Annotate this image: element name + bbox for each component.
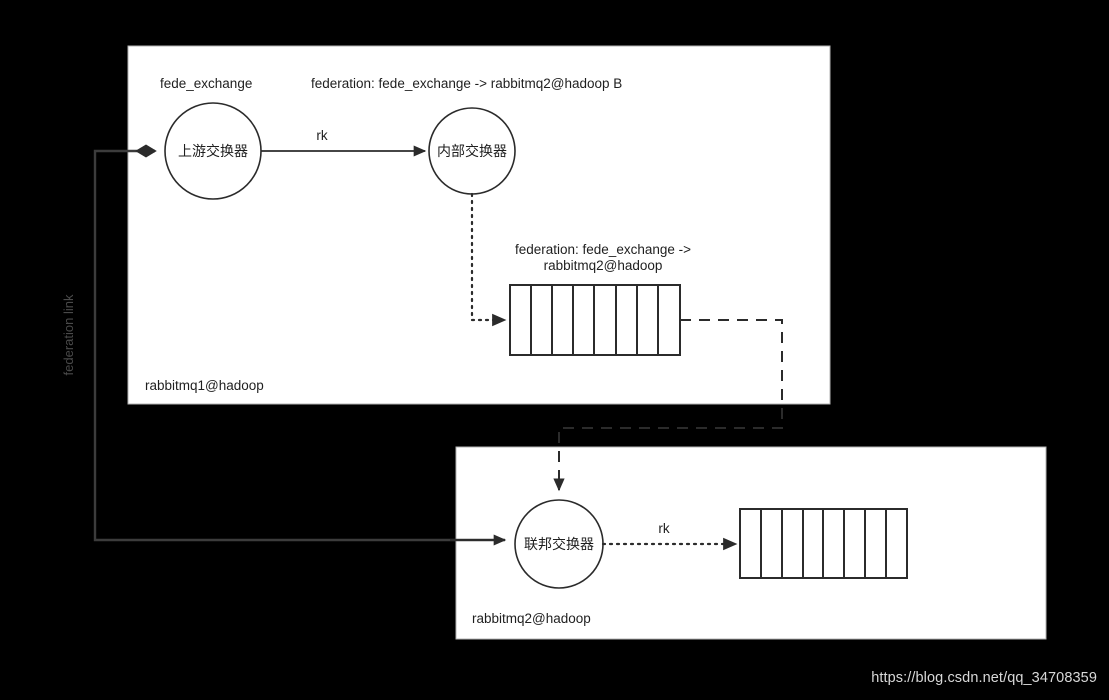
upstream-node-footer-label: rabbitmq1@hadoop (145, 378, 264, 393)
routing-key-downstream-label: rk (658, 521, 669, 536)
edge-queue-to-federation-exchange (553, 319, 783, 492)
routing-key-upstream-label: rk (316, 128, 327, 143)
federation-link-path (93, 144, 505, 542)
watermark-url: https://blog.csdn.net/qq_34708359 (871, 670, 1097, 686)
fede-exchange-label: fede_exchange (160, 76, 252, 91)
federation-exchange-label: 联邦交换器 (524, 536, 594, 553)
upstream-exchange-label: 上游交换器 (178, 143, 248, 160)
edge-internal-to-queue (470, 192, 507, 327)
downstream-node-footer-label: rabbitmq2@hadoop (472, 611, 591, 626)
federation-link-label: federation link (61, 294, 76, 375)
federation-binding-label: federation: fede_exchange -> rabbitmq2@h… (311, 76, 622, 91)
internal-exchange-label: 内部交换器 (437, 143, 507, 160)
federation-queue-label-line1: federation: fede_exchange -> (515, 242, 691, 257)
upstream-node-box (127, 45, 831, 405)
federation-queue-label-line2: rabbitmq2@hadoop (544, 258, 663, 273)
